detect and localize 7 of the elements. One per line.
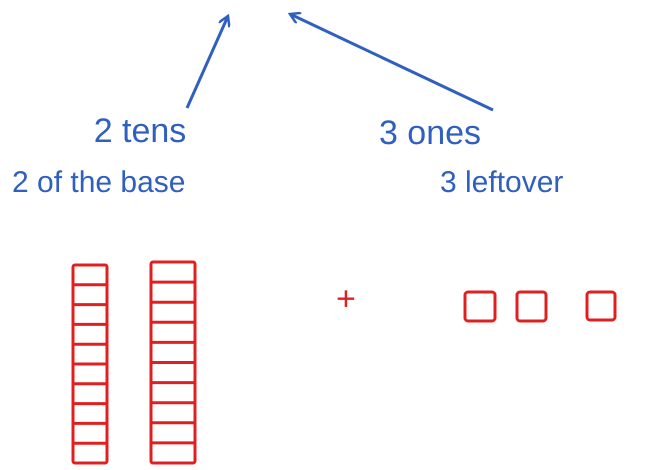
handwritten-note: 3 leftover bbox=[440, 168, 564, 198]
arrow bbox=[186, 14, 231, 109]
plus-sign: + bbox=[336, 282, 356, 316]
handwritten-label: 2 tens bbox=[94, 114, 186, 148]
handwritten-label: 3 ones bbox=[378, 116, 482, 150]
handwritten-note: 2 of the base bbox=[12, 168, 186, 198]
arrow bbox=[288, 12, 494, 112]
